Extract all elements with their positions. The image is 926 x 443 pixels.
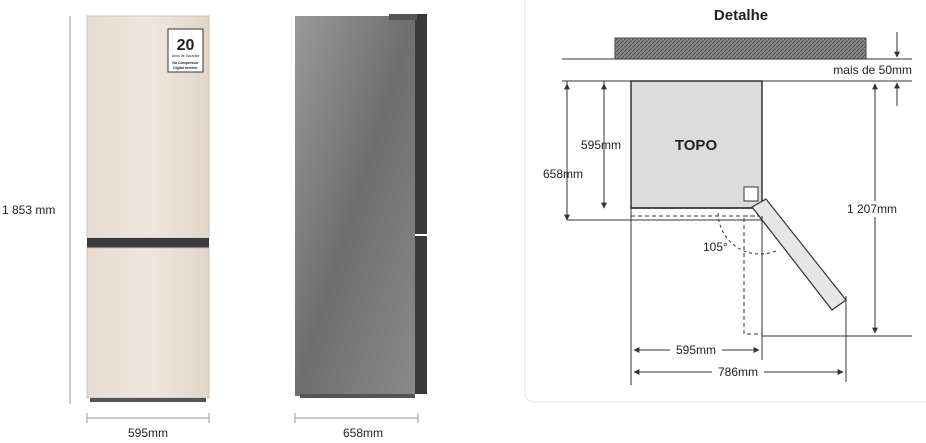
clearance-label: mais de 50mm bbox=[833, 63, 912, 77]
front-width-label: 595mm bbox=[128, 426, 168, 440]
fridge-base bbox=[90, 398, 206, 402]
side-depth-label: 658mm bbox=[343, 426, 383, 440]
detail-panel: Detalhe mais de 50mm TOPO 105° 595mm 658… bbox=[524, 0, 926, 403]
height-label: 1 853 mm bbox=[2, 203, 55, 217]
side-door-top bbox=[415, 14, 427, 234]
side-door-bottom bbox=[415, 236, 427, 394]
open-door bbox=[751, 198, 847, 311]
wall bbox=[614, 37, 867, 60]
badge-line1: Anos de Garantia bbox=[172, 54, 199, 58]
badge-line2: No Compressor bbox=[172, 61, 199, 65]
fridge-bottom-door bbox=[86, 247, 210, 399]
closed-door-outline bbox=[630, 207, 763, 217]
fridge-top-outline bbox=[630, 80, 763, 209]
side-body bbox=[295, 16, 415, 396]
depth-with-door-label: 658mm bbox=[543, 167, 583, 181]
angle-label: 105° bbox=[703, 240, 728, 254]
fridge-handle bbox=[87, 238, 209, 248]
front-view: 1 853 mm 20 Anos de Garantia No Compress… bbox=[2, 15, 210, 440]
depth-label: 595mm bbox=[581, 138, 621, 152]
bottom-width-label: 595mm bbox=[676, 343, 716, 357]
door-reach-label: 1 207mm bbox=[847, 202, 897, 216]
badge-number: 20 bbox=[177, 37, 195, 54]
detail-title: Detalhe bbox=[714, 7, 768, 24]
side-view: 658mm bbox=[294, 14, 427, 440]
bottom-total-label: 786mm bbox=[718, 365, 758, 379]
warranty-badge: 20 Anos de Garantia No Compressor Digita… bbox=[167, 28, 204, 73]
door-swing-arc bbox=[717, 212, 779, 255]
top-label: TOPO bbox=[675, 137, 718, 154]
badge-line3: Digital Inverter bbox=[173, 66, 198, 70]
